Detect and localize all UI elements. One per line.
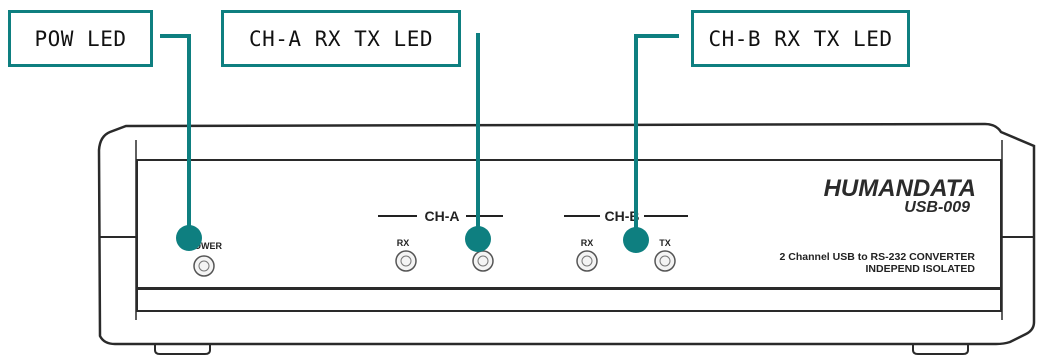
ch-b-tx-label: TX (659, 238, 671, 248)
pow-led-callout: POW LED (8, 10, 153, 67)
ch-b-rx-led (576, 250, 598, 272)
left-foot (154, 340, 211, 355)
ch-a-led-callout: CH-A RX TX LED (221, 10, 461, 67)
ch-a-led-marker (465, 226, 491, 252)
ch-a-rx-led (395, 250, 417, 272)
ch-a-rx-label: RX (397, 238, 410, 248)
ch-b-led-marker (623, 227, 649, 253)
ch-a-tx-led (472, 250, 494, 272)
right-foot (912, 340, 969, 355)
front-panel (136, 159, 1002, 289)
brand-logo: HUMANDATA (824, 175, 976, 202)
ch-b-led-callout: CH-B RX TX LED (691, 10, 910, 67)
power-led-label: POWER (188, 241, 223, 251)
ch-b-leader-line (634, 34, 679, 240)
pow-led-marker (176, 225, 202, 251)
power-led (193, 255, 215, 277)
device-description-line2: INDEPEND ISOLATED (866, 263, 976, 275)
ch-b-tx-led (654, 250, 676, 272)
device-description-line1: 2 Channel USB to RS-232 CONVERTER (780, 251, 976, 263)
ch-b-label: CH-B (605, 208, 640, 224)
model-name: USB-009 (904, 199, 970, 216)
ch-b-rx-label: RX (581, 238, 594, 248)
bottom-rail (136, 288, 1002, 312)
pow-leader-line (160, 34, 191, 238)
ch-a-label: CH-A (425, 208, 460, 224)
